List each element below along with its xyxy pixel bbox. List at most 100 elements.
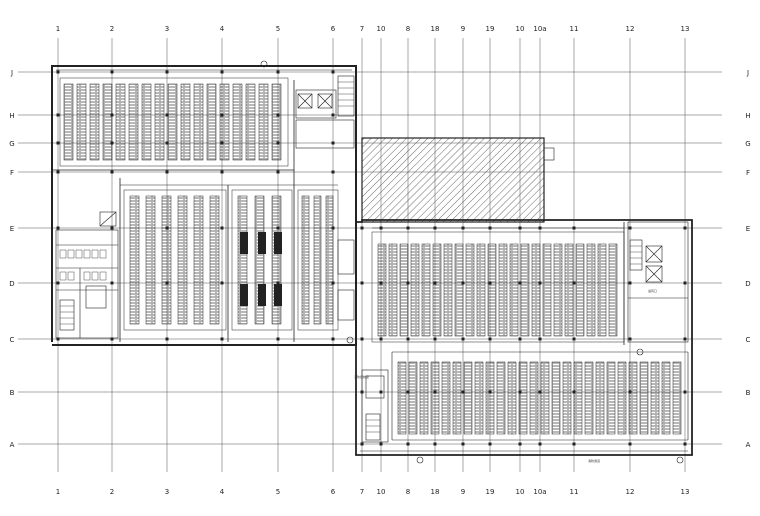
stall-block (608, 243, 618, 337)
building-outline (51, 65, 693, 456)
column (433, 442, 437, 446)
stall-block (507, 361, 517, 435)
stall-block (193, 195, 204, 325)
stall-block (518, 361, 528, 435)
note-right: 消防通道 (588, 458, 600, 463)
column (110, 113, 114, 117)
stall-block (542, 243, 552, 337)
stall-block (128, 83, 139, 161)
stall-block (388, 243, 398, 337)
stall-block (167, 83, 178, 161)
grid-label-col-bottom: 2 (110, 488, 114, 496)
stall-block (421, 243, 431, 337)
column (110, 170, 114, 174)
grid-label-row-left: F (10, 169, 14, 177)
stall-block (597, 243, 607, 337)
stall-marker (274, 284, 282, 306)
grid-label-col-bottom: 18 (431, 488, 440, 496)
grid-label-col-top: 6 (331, 25, 336, 33)
stall-block (399, 243, 409, 337)
grid-label-row-right: E (746, 225, 750, 233)
grid-label-col-top: 8 (406, 25, 410, 33)
column (56, 70, 60, 74)
stall-block (562, 361, 572, 435)
column (488, 226, 492, 230)
stall-block (102, 83, 113, 161)
column (56, 226, 60, 230)
column (165, 70, 169, 74)
grid-label-row-right: F (746, 169, 750, 177)
stall-block (628, 361, 638, 435)
column (220, 141, 224, 145)
column (518, 442, 522, 446)
stall-block (408, 361, 418, 435)
column (165, 226, 169, 230)
stall-block (410, 243, 420, 337)
stall-block (271, 83, 282, 161)
column (572, 226, 576, 230)
stall-block (219, 83, 230, 161)
stall-block (443, 243, 453, 337)
stall-block (529, 361, 539, 435)
grid-label-col-top: 3 (165, 25, 169, 33)
stall-block (301, 195, 310, 325)
stall-block (553, 243, 563, 337)
parking-stall-blocks (63, 83, 682, 435)
column (538, 281, 542, 285)
column (379, 442, 383, 446)
grid-label-col-bottom: 10 (516, 488, 525, 496)
stall-block (115, 83, 126, 161)
stall-block (271, 195, 282, 325)
stall-block (661, 361, 671, 435)
column (433, 281, 437, 285)
grid-label-row-left: E (10, 225, 14, 233)
column (406, 442, 410, 446)
column (488, 337, 492, 341)
stall-block (441, 361, 451, 435)
grid-label-row-left: B (10, 389, 15, 397)
grid-label-col-top: 13 (681, 25, 690, 33)
column (56, 281, 60, 285)
column (433, 337, 437, 341)
stall-block (575, 243, 585, 337)
grid-label-row-left: C (10, 336, 15, 344)
grid-label-col-top: 10a (533, 25, 546, 33)
grid-label-col-top: 9 (461, 25, 465, 33)
grid-label-col-bottom: 10 (377, 488, 386, 496)
stall-block (650, 361, 660, 435)
column (110, 70, 114, 74)
stall-block (586, 243, 596, 337)
column (331, 70, 335, 74)
column (379, 390, 383, 394)
stall-block (325, 195, 334, 325)
stall-block (237, 195, 248, 325)
column (406, 281, 410, 285)
column (276, 113, 280, 117)
column (331, 170, 335, 174)
column (683, 226, 687, 230)
room-label: 进风口 (648, 288, 657, 293)
stall-block (496, 361, 506, 435)
stall-block (540, 361, 550, 435)
column (220, 70, 224, 74)
column (276, 226, 280, 230)
stall-block (141, 83, 152, 161)
grid-label-row-right: A (746, 441, 751, 449)
column (628, 442, 632, 446)
grid-label-col-bottom: 4 (220, 488, 225, 496)
grid-label-row-left: G (9, 140, 14, 148)
column (538, 337, 542, 341)
column (110, 281, 114, 285)
column (538, 442, 542, 446)
grid-label-col-top: 7 (360, 25, 364, 33)
column (360, 442, 364, 446)
grid-label-row-right: B (746, 389, 751, 397)
column (220, 337, 224, 341)
stall-block (639, 361, 649, 435)
column (572, 337, 576, 341)
column (331, 281, 335, 285)
stall-block (193, 83, 204, 161)
stall-block (154, 83, 165, 161)
stall-block (531, 243, 541, 337)
